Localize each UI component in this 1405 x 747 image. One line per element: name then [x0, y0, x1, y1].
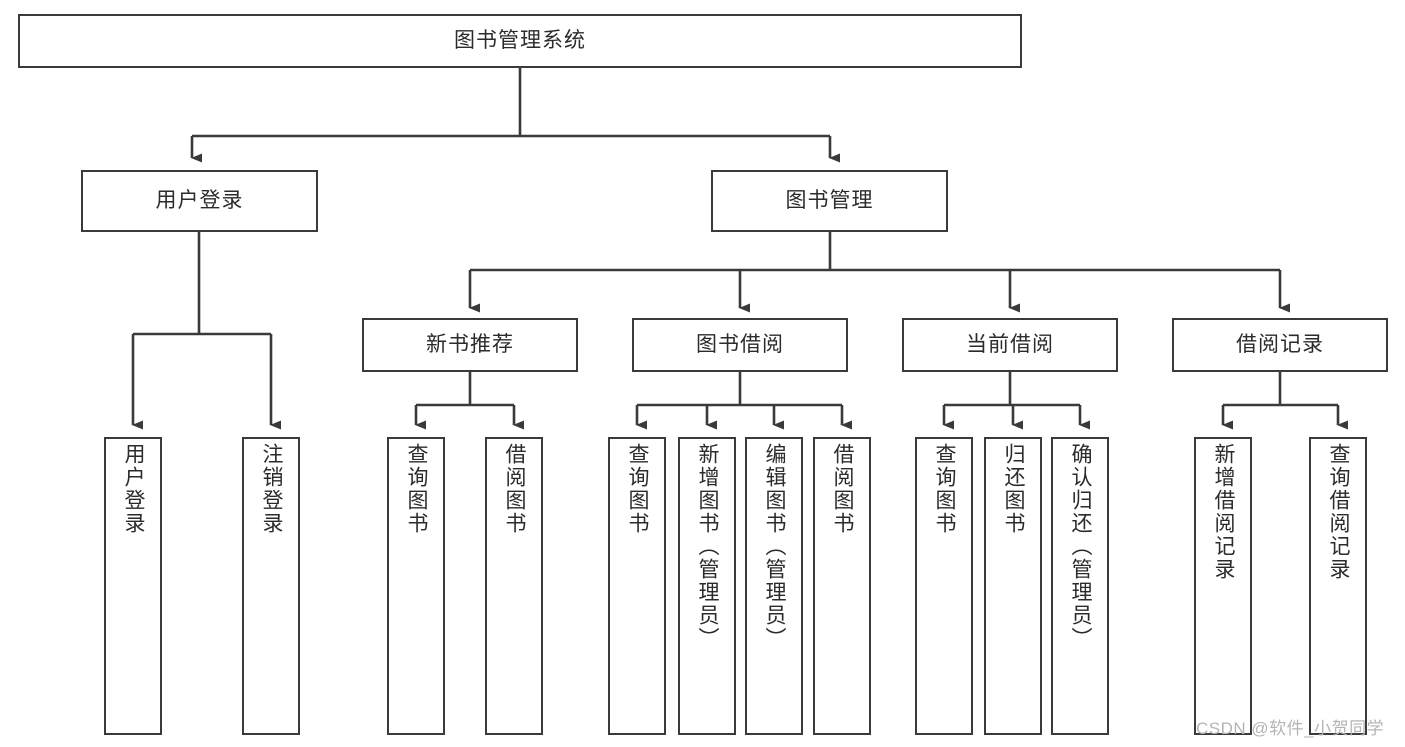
node-leaf-user-login[interactable]: 用户登录 [104, 437, 162, 735]
node-borrow-record-label: 借阅记录 [1236, 332, 1324, 356]
node-root[interactable]: 图书管理系统 [18, 14, 1022, 68]
node-leaf-query-book-1-label: 查询图书 [405, 443, 429, 535]
node-leaf-add-record-label: 新增借阅记录 [1212, 443, 1236, 581]
node-root-label: 图书管理系统 [454, 28, 586, 52]
node-current-borrow[interactable]: 当前借阅 [902, 318, 1118, 372]
watermark-text: CSDN @软件_小贺同学 [1196, 719, 1385, 738]
node-leaf-add-book[interactable]: 新增图书（管理员） [678, 437, 736, 735]
node-leaf-borrow-book-1-label: 借阅图书 [503, 443, 527, 535]
node-new-book-rec-label: 新书推荐 [426, 332, 514, 356]
node-book-manage[interactable]: 图书管理 [711, 170, 948, 232]
node-borrow-record[interactable]: 借阅记录 [1172, 318, 1388, 372]
node-leaf-return-book[interactable]: 归还图书 [984, 437, 1042, 735]
node-leaf-borrow-book-2-label: 借阅图书 [831, 443, 855, 535]
node-leaf-user-logout[interactable]: 注销登录 [242, 437, 300, 735]
node-leaf-user-logout-label: 注销登录 [260, 443, 284, 535]
node-book-borrow[interactable]: 图书借阅 [632, 318, 848, 372]
node-leaf-confirm-return-label: 确认归还（管理员） [1069, 443, 1093, 650]
node-leaf-query-book-3-label: 查询图书 [933, 443, 957, 535]
node-book-manage-label: 图书管理 [785, 188, 874, 212]
node-leaf-query-book-2[interactable]: 查询图书 [608, 437, 666, 735]
node-user-login[interactable]: 用户登录 [81, 170, 318, 232]
node-leaf-query-record[interactable]: 查询借阅记录 [1309, 437, 1367, 735]
node-new-book-rec[interactable]: 新书推荐 [362, 318, 578, 372]
node-leaf-edit-book-label: 编辑图书（管理员） [763, 443, 787, 650]
node-current-borrow-label: 当前借阅 [966, 332, 1054, 356]
node-leaf-edit-book[interactable]: 编辑图书（管理员） [745, 437, 803, 735]
node-leaf-query-book-2-label: 查询图书 [626, 443, 650, 535]
node-leaf-query-record-label: 查询借阅记录 [1327, 443, 1351, 581]
node-leaf-return-book-label: 归还图书 [1002, 443, 1026, 535]
node-leaf-add-record[interactable]: 新增借阅记录 [1194, 437, 1252, 735]
node-leaf-borrow-book-2[interactable]: 借阅图书 [813, 437, 871, 735]
node-leaf-user-login-label: 用户登录 [122, 443, 146, 535]
node-user-login-label: 用户登录 [155, 188, 244, 212]
node-book-borrow-label: 图书借阅 [696, 332, 784, 356]
node-leaf-query-book-3[interactable]: 查询图书 [915, 437, 973, 735]
node-leaf-add-book-label: 新增图书（管理员） [696, 443, 720, 650]
node-leaf-borrow-book-1[interactable]: 借阅图书 [485, 437, 543, 735]
node-leaf-query-book-1[interactable]: 查询图书 [387, 437, 445, 735]
node-leaf-confirm-return[interactable]: 确认归还（管理员） [1051, 437, 1109, 735]
